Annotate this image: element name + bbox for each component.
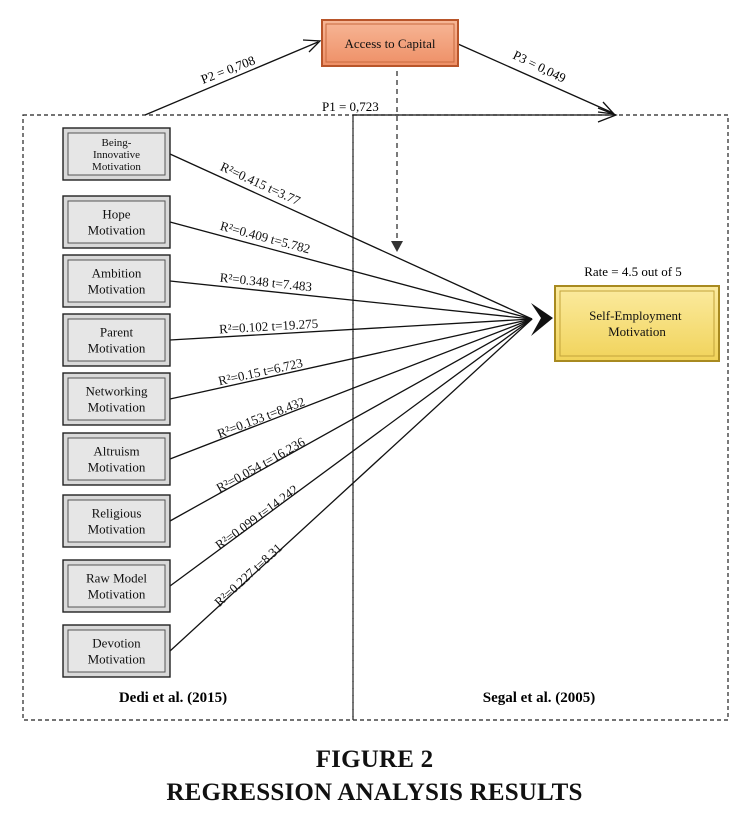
right-region-label: Segal et al. (2005): [483, 690, 595, 706]
p2-arrow-head: [302, 39, 322, 53]
regression-stat-6: R²=0.153 t=8.432: [215, 394, 307, 441]
access-to-capital-label: Access to Capital: [345, 36, 436, 51]
capital-dashed-arrow-head: [391, 241, 403, 252]
regression-line-2: [169, 221, 533, 320]
regression-line-4: [169, 318, 533, 341]
regression-line-1: [169, 153, 533, 320]
figure-number: FIGURE 2: [315, 746, 434, 773]
regression-stat-4: R²=0.102 t=19.275: [219, 316, 319, 337]
regression-line-9: [169, 318, 533, 652]
figure-title: REGRESSION ANALYSIS RESULTS: [166, 779, 583, 806]
p3-arrow-head: [597, 101, 616, 115]
outcome-rate-label: Rate = 4.5 out of 5: [584, 264, 682, 279]
regression-stat-5: R²=0.15 t=6.723: [217, 355, 304, 388]
regression-line-3: [169, 280, 533, 320]
self-employment-label: Self-Employment Motivation: [589, 308, 685, 339]
regression-stat-2: R²=0.409 t=5.782: [219, 218, 312, 256]
left-region-label: Dedi et al. (2015): [119, 690, 227, 706]
p3-arrow-line: [457, 43, 614, 114]
p1-arrow-head: [597, 107, 618, 123]
regression-line-6: [169, 318, 533, 460]
p2-label: P2 = 0,708: [199, 52, 257, 86]
regression-line-8: [169, 318, 533, 587]
regression-line-7: [169, 318, 533, 522]
access-to-capital-node: Access to Capital: [321, 19, 459, 67]
self-employment-node: Self-Employment Motivation: [554, 285, 720, 362]
regression-line-5: [169, 318, 533, 400]
regression-stat-1: R²=0.415 t=3.77: [218, 159, 303, 209]
p2-arrow-line: [144, 41, 319, 116]
right-region-frame: [352, 114, 729, 721]
p1-label: P1 = 0,723: [322, 99, 379, 114]
convergence-arrowhead: [531, 303, 553, 336]
left-region-frame: [22, 114, 354, 721]
